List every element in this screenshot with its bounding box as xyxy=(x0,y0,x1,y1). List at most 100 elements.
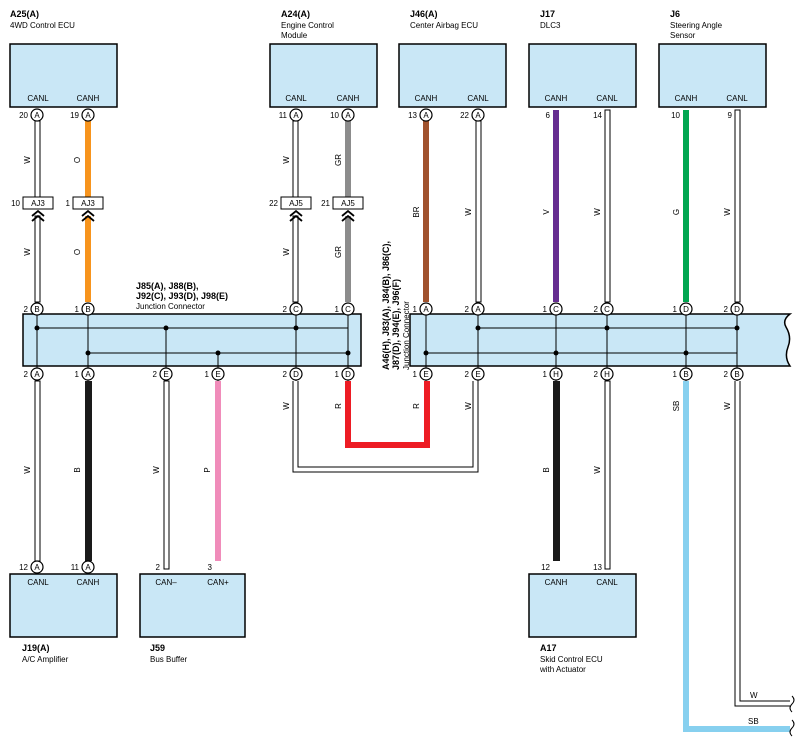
j6-name1: Steering Angle xyxy=(670,21,723,30)
a24-box xyxy=(269,43,378,108)
lbl-a24-l-dn: W xyxy=(282,248,291,256)
junction-bottom-pin: D1 xyxy=(335,367,355,381)
j46-pin-canl: CANL xyxy=(467,94,489,103)
j17-code: J17 xyxy=(540,9,555,19)
junction-bottom-pin: B2 xyxy=(724,367,744,381)
svg-text:E: E xyxy=(163,370,168,379)
wire-j6-canl xyxy=(734,109,741,303)
svg-text:A: A xyxy=(423,111,429,120)
lbl-j17-r: W xyxy=(593,208,602,216)
pin-a25-canl: A 20 xyxy=(19,108,44,122)
wire-loop-red xyxy=(345,381,430,448)
wire-j17-canl xyxy=(604,109,611,303)
pin-j17-canl-num: 14 xyxy=(593,111,602,120)
junction-bottom-pin: E1 xyxy=(413,367,433,381)
bottom-wire-labels: W B W P W R R W B W SB W W SB xyxy=(23,401,759,726)
svg-text:E: E xyxy=(215,370,220,379)
a17-pin-canl: CANL xyxy=(596,578,618,587)
pin-a17-canh-num: 12 xyxy=(541,563,550,572)
wire-a24-canh xyxy=(345,121,351,302)
svg-text:12: 12 xyxy=(19,563,28,572)
svg-text:C: C xyxy=(293,305,299,314)
j59-name: Bus Buffer xyxy=(150,655,188,664)
lbl-b-j19-l: W xyxy=(23,466,32,474)
svg-text:20: 20 xyxy=(19,111,28,120)
svg-text:19: 19 xyxy=(70,111,79,120)
svg-text:A: A xyxy=(34,111,40,120)
wire-j19-canh xyxy=(85,381,92,561)
junction-right-labels: A46(H), J83(A), J84(B), J86(C), J87(D), … xyxy=(381,241,411,370)
lbl-j6-r: W xyxy=(723,208,732,216)
lbl-j17-l: V xyxy=(542,209,551,215)
lbl-a24-r-up: GR xyxy=(334,154,343,166)
junction-bottom-pin: D2 xyxy=(283,367,303,381)
j46-code: J46(A) xyxy=(410,9,438,19)
svg-text:1: 1 xyxy=(413,370,418,379)
svg-text:2: 2 xyxy=(283,305,288,314)
junction-bottom-pin: A2 xyxy=(24,367,44,381)
lbl-j6-l: G xyxy=(672,209,681,215)
junction-connector-left xyxy=(22,313,362,367)
wire-j6-canh xyxy=(683,110,689,302)
svg-text:22: 22 xyxy=(269,199,278,208)
svg-text:1: 1 xyxy=(543,370,548,379)
wire-j59-canplus xyxy=(215,381,221,561)
lbl-b-j59-r: P xyxy=(203,467,212,472)
svg-text:1: 1 xyxy=(673,305,678,314)
pin-a17-canl-num: 13 xyxy=(593,563,602,572)
svg-text:B: B xyxy=(683,370,688,379)
a17-name2: with Actuator xyxy=(539,665,586,674)
a24-name2: Module xyxy=(281,31,308,40)
j19-pin-canh: CANH xyxy=(77,578,100,587)
a17-code: A17 xyxy=(540,643,557,653)
junction-connector-right xyxy=(409,313,793,367)
junction-top-pin: D2 xyxy=(724,302,744,316)
svg-text:22: 22 xyxy=(460,111,469,120)
junction-right-line1: A46(H), J83(A), J84(B), J86(C), xyxy=(381,241,391,370)
svg-text:1: 1 xyxy=(75,305,80,314)
svg-text:1: 1 xyxy=(335,370,340,379)
wire-j19-canl xyxy=(34,380,41,562)
wire-a25-canh xyxy=(85,121,91,302)
wire-a17-canh xyxy=(553,381,560,561)
svg-text:AJ3: AJ3 xyxy=(81,199,95,208)
svg-text:A: A xyxy=(34,563,40,572)
a25-pin-canh: CANH xyxy=(77,94,100,103)
junction-right-line3: Junction Connector xyxy=(402,301,411,370)
junction-top-pin: C1 xyxy=(335,302,355,316)
junction-left-line2: J92(C), J93(D), J98(E) xyxy=(136,291,228,301)
aj3-connector-1: AJ3 10 xyxy=(11,196,54,222)
svg-text:D: D xyxy=(734,305,740,314)
a17-name1: Skid Control ECU xyxy=(540,655,603,664)
wire-sb-offpage xyxy=(683,381,790,732)
svg-text:B: B xyxy=(734,370,739,379)
svg-text:21: 21 xyxy=(321,199,330,208)
svg-text:2: 2 xyxy=(153,370,158,379)
svg-text:A: A xyxy=(34,370,40,379)
lbl-b-h-l: B xyxy=(542,467,551,472)
wire-j17-canh xyxy=(553,110,559,302)
pin-a24-canh: A 10 xyxy=(330,108,355,122)
top-wire-labels: W O W O W GR W GR BR W V W G W xyxy=(23,154,732,258)
svg-text:1: 1 xyxy=(543,305,548,314)
svg-text:2: 2 xyxy=(465,305,470,314)
svg-text:D: D xyxy=(683,305,689,314)
j59-box xyxy=(139,573,246,638)
lbl-b-e-r: W xyxy=(464,402,473,410)
junction-bottom-pin: B1 xyxy=(673,367,693,381)
junction-left-line1: J85(A), J88(B), xyxy=(136,281,199,291)
lbl-b-h-r: W xyxy=(593,466,602,474)
junction-top-pin: A1 xyxy=(413,302,433,316)
aj5-connector-2: AJ5 21 xyxy=(321,196,364,222)
lbl-b-d-r: R xyxy=(334,403,343,409)
svg-text:1: 1 xyxy=(66,199,71,208)
svg-text:A: A xyxy=(345,111,351,120)
aj5-connector-1: AJ5 22 xyxy=(269,196,312,222)
pin-j46-canl: A 22 xyxy=(460,108,485,122)
svg-text:11: 11 xyxy=(279,111,288,120)
a25-code: A25(A) xyxy=(10,9,39,19)
lbl-a24-r-dn: GR xyxy=(334,246,343,258)
